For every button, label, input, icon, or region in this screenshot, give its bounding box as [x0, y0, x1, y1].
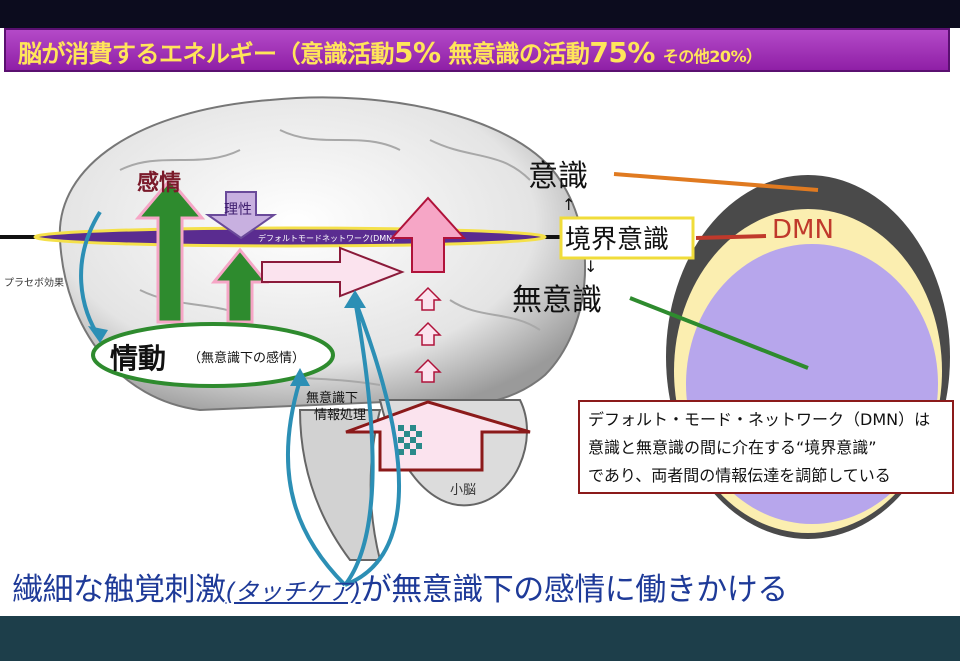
page-title: 脳が消費するエネルギー（意識活動5% 無意識の活動75% その他20%） [18, 36, 762, 69]
large-pink-arrow [389, 196, 467, 273]
ishiki-label: 意識 [528, 159, 588, 194]
kyokai-label: 境界意識 [565, 225, 669, 255]
kanjo-label: 感情 [137, 170, 181, 196]
ishiki-arrow: ↑ [562, 195, 575, 214]
top-strip [0, 0, 960, 28]
blue-arrowheads [88, 290, 366, 386]
brain-diagram: デフォルトモードネットワーク(DMN) 理性 感情 小脳 情動 [0, 96, 950, 587]
note-line-2: 意識と無意識の間に介在する“境界意識” [588, 438, 877, 457]
small-up-arrows [414, 286, 442, 383]
placebo-label: プラセボ効果 [4, 276, 64, 289]
note-line-3: であり、両者間の情報伝達を調節している [588, 466, 891, 485]
jodo-ellipse [91, 322, 335, 388]
shonou-label: 小脳 [450, 483, 476, 498]
jodo-sub-label: （無意識下の感情） [188, 350, 305, 366]
bottom-caption: 繊細な触覚刺激(タッチケア)が無意識下の感情に働きかける [12, 572, 788, 608]
kyokai-connector [695, 234, 767, 240]
blue-arrows [79, 210, 402, 587]
dmn-note-box: デフォルト・モード・ネットワーク（DMN）は 意識と無意識の間に介在する“境界意… [578, 400, 954, 494]
horizontal-pink-arrow [261, 246, 405, 298]
footer-bar [0, 616, 960, 661]
muishiki-connector [629, 296, 809, 370]
jodo-label: 情動 [110, 342, 166, 375]
kanjo-green-arrow [134, 177, 206, 324]
muishiki-arrow: ↓ [584, 257, 597, 276]
risei-arrow [204, 191, 278, 240]
ishiki-connector [613, 172, 819, 192]
muishiki-shori-label-1: 無意識下 [306, 390, 358, 406]
diagram-stage: デフォルトモードネットワーク(DMN) 理性 感情 小脳 情動 [0, 72, 960, 612]
muishiki-shori-label-2: 情報処理 [314, 408, 366, 423]
dmn-label: DMN [772, 215, 834, 245]
dmn-band-label: デフォルトモードネットワーク(DMN) [258, 233, 395, 243]
kyokai-box [559, 216, 695, 260]
muishiki-label: 無意識 [512, 283, 602, 318]
note-line-1: デフォルト・モード・ネットワーク（DMN）は [588, 410, 931, 429]
risei-label: 理性 [224, 202, 252, 218]
small-green-arrow [210, 247, 270, 324]
title-bar: 脳が消費するエネルギー（意識活動5% 無意識の活動75% その他20%） [4, 28, 950, 72]
checker-pattern [398, 425, 422, 455]
